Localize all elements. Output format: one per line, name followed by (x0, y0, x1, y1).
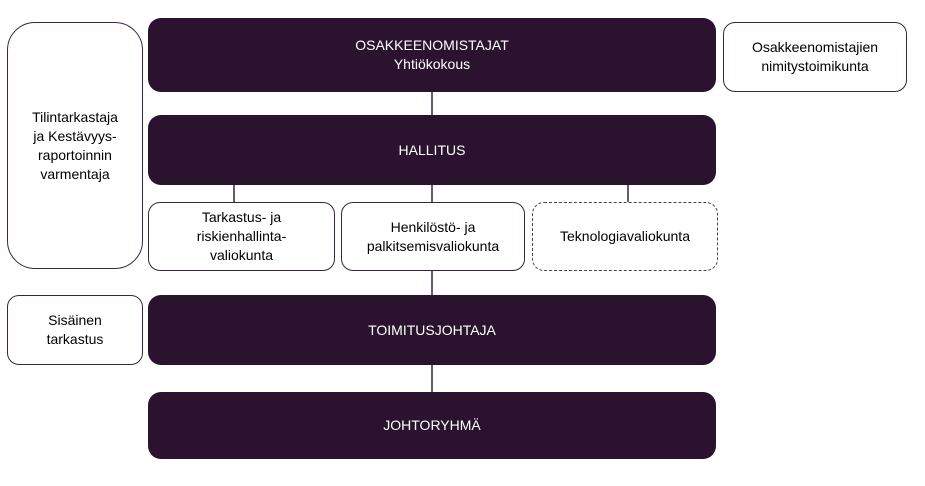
node-ceo-label: TOIMITUSJOHTAJA (368, 321, 496, 338)
node-shareholders-label: OSAKKEENOMISTAJAT Yhtiökokous (355, 37, 509, 72)
node-ceo: TOIMITUSJOHTAJA (148, 295, 716, 365)
node-board-label: HALLITUS (398, 141, 466, 158)
node-auditor-label: Tilintarkastaja ja Kestävyys- raportoinn… (32, 108, 118, 182)
node-nomination-board-label: Osakkeenomistajien nimitystoimikunta (751, 39, 879, 74)
connector-board-tech-committee (627, 185, 629, 202)
node-technology-committee: Teknologiavaliokunta (532, 202, 718, 271)
node-technology-committee-label: Teknologiavaliokunta (560, 228, 690, 244)
node-internal-audit: Sisäinen tarkastus (7, 295, 143, 365)
node-management-team: JOHTORYHMÄ (148, 392, 716, 459)
node-internal-audit-label: Sisäinen tarkastus (46, 312, 104, 347)
node-auditor: Tilintarkastaja ja Kestävyys- raportoinn… (7, 22, 143, 269)
connector-committee-ceo (431, 271, 433, 295)
connector-ceo-management-team (431, 365, 433, 392)
connector-shareholders-board (431, 92, 433, 115)
connector-board-hr-committee (431, 185, 433, 202)
node-board: HALLITUS (148, 115, 716, 185)
node-nomination-board: Osakkeenomistajien nimitystoimikunta (723, 22, 907, 92)
connector-board-audit-committee (233, 185, 235, 202)
node-hr-remuneration-committee: Henkilöstö- ja palkitsemisvaliokunta (341, 202, 525, 271)
node-audit-risk-committee: Tarkastus- ja riskienhallinta- valiokunt… (148, 202, 335, 271)
node-hr-remuneration-committee-label: Henkilöstö- ja palkitsemisvaliokunta (366, 218, 500, 254)
node-shareholders: OSAKKEENOMISTAJAT Yhtiökokous (148, 18, 716, 92)
node-management-team-label: JOHTORYHMÄ (383, 417, 481, 433)
node-audit-risk-committee-label: Tarkastus- ja riskienhallinta- valiokunt… (196, 209, 287, 263)
